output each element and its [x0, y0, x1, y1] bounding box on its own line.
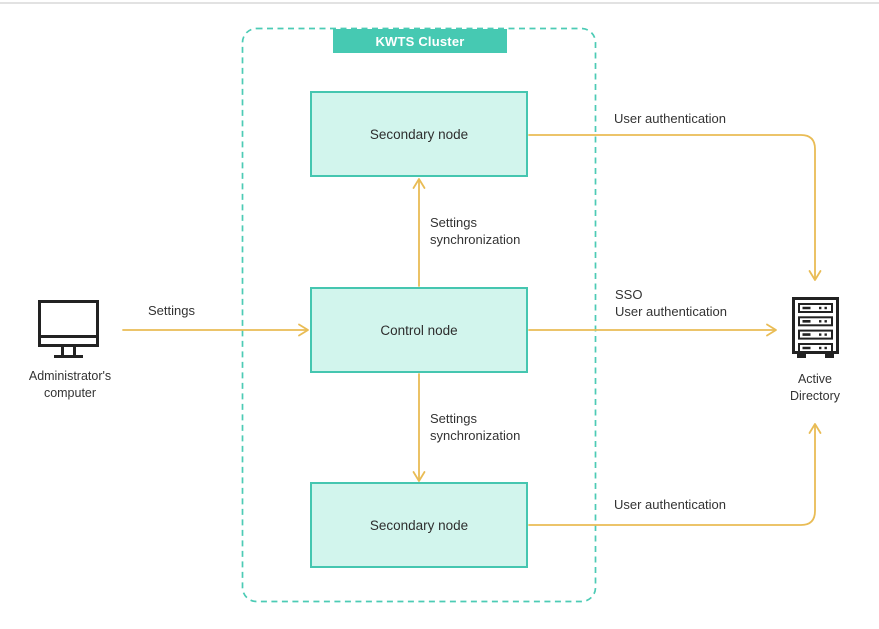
arrow-auth-top	[528, 134, 822, 281]
arrow-auth-bottom	[528, 423, 822, 526]
top-divider	[0, 2, 879, 4]
edge-label-settings: Settings	[148, 303, 195, 318]
node-secondary-bottom: Secondary node	[310, 482, 528, 568]
arrow-sync-up	[412, 178, 426, 287]
edge-label-sync-bottom-line1: Settings	[430, 411, 477, 426]
edge-label-sync-bottom-line2: synchronization	[430, 428, 521, 443]
server-slot-dots	[819, 306, 827, 350]
edge-label-sso-line1: SSO	[615, 287, 643, 302]
node-control: Control node	[310, 287, 528, 373]
server-icon	[792, 297, 839, 358]
server-feet	[797, 353, 834, 358]
edge-label-sync-top: Settings synchronization	[430, 214, 520, 248]
admin-computer-caption-line1: Administrator's	[28, 369, 112, 383]
cluster-boundary	[241, 27, 597, 603]
arrow-sso-auth	[528, 323, 777, 337]
arrow-sync-down	[412, 373, 426, 482]
node-secondary-top: Secondary node	[310, 91, 528, 177]
edge-label-sso: SSO User authentication	[615, 286, 727, 320]
edge-label-sync-bottom: Settings synchronization	[430, 410, 520, 444]
connector-arrows	[122, 134, 822, 526]
arrow-settings	[122, 323, 309, 337]
monitor-icon	[38, 300, 99, 358]
edge-label-sso-line2: User authentication	[615, 304, 728, 319]
admin-computer-caption-line2: computer	[43, 385, 97, 400]
node-control-label: Control node	[380, 322, 458, 338]
active-directory-caption: Active Directory	[765, 371, 865, 404]
node-secondary-top-label: Secondary node	[369, 126, 469, 142]
admin-computer-caption: Administrator's computer	[10, 368, 130, 401]
cluster-title: KWTS Cluster	[333, 29, 507, 53]
node-secondary-bottom-label: Secondary node	[369, 517, 469, 533]
edge-label-sync-top-line2: synchronization	[430, 232, 521, 247]
edge-label-sync-top-line1: Settings	[430, 215, 477, 230]
edge-label-auth-bottom: User authentication	[614, 497, 727, 512]
active-directory-caption-line1: Active	[797, 372, 833, 386]
edge-label-auth-top: User authentication	[614, 111, 727, 126]
server-slot-dashes	[802, 306, 811, 350]
active-directory-caption-line2: Directory	[789, 388, 840, 403]
